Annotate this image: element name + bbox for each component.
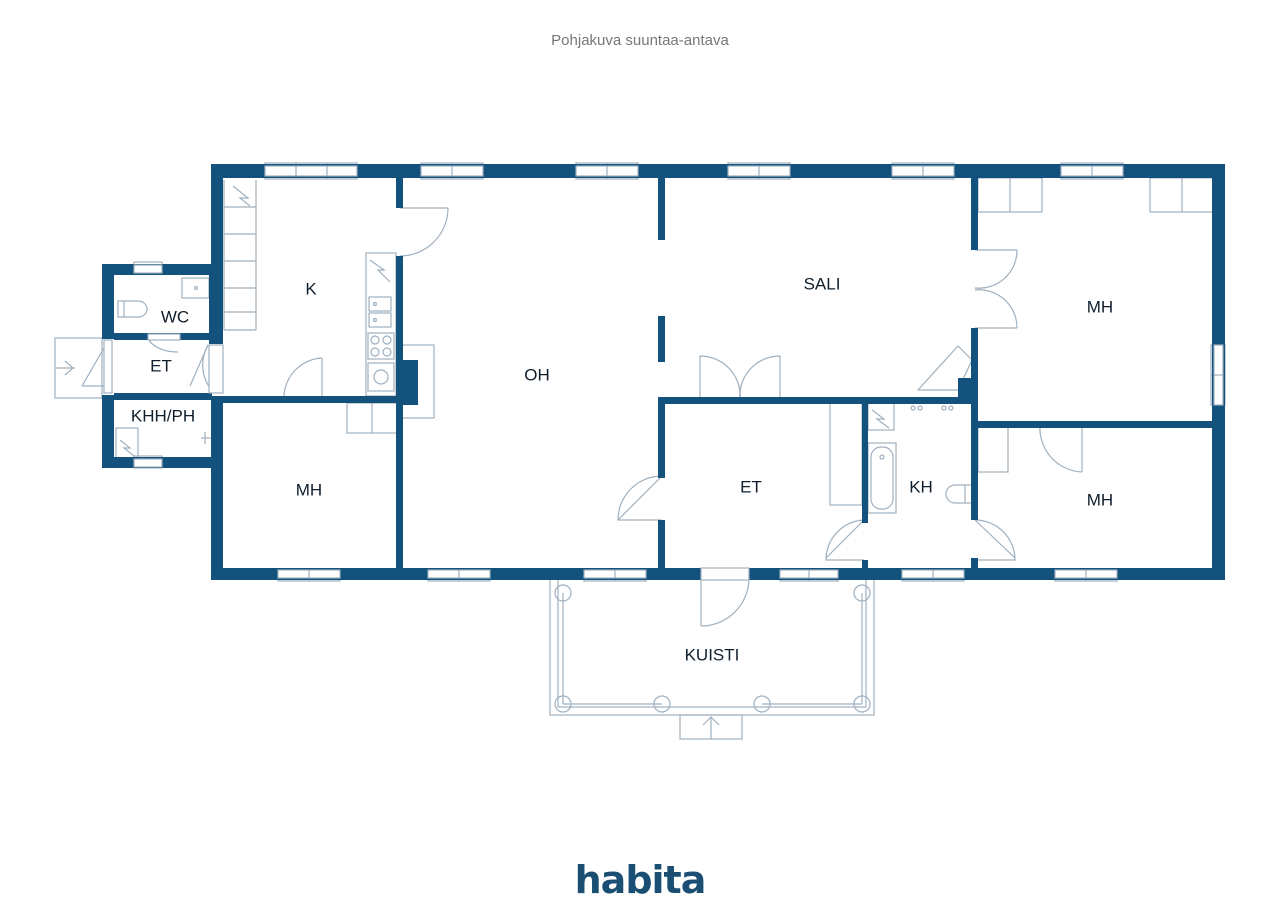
room-label-k: K bbox=[305, 279, 317, 298]
plan-caption: Pohjakuva suuntaa-antava bbox=[551, 32, 729, 49]
room-label-oh: OH bbox=[524, 365, 550, 384]
room-label-kuisti: KUISTI bbox=[685, 645, 740, 664]
kitchen-counter bbox=[365, 252, 397, 397]
windows bbox=[133, 162, 1226, 582]
wardrobe-mh-bottom-right bbox=[977, 426, 1009, 473]
wardrobes-mh-top-right bbox=[977, 177, 1215, 213]
habita-logo: habita bbox=[0, 858, 1280, 902]
entrance-step bbox=[54, 337, 103, 399]
walls bbox=[102, 164, 1225, 580]
logo-text: habita bbox=[574, 858, 707, 902]
room-label-kh: KH bbox=[909, 477, 933, 496]
room-label-mh-left: MH bbox=[296, 480, 322, 499]
room-labels: K WC ET KHH/PH MH OH SALI ET KH MH MH KU… bbox=[131, 274, 1113, 664]
room-label-wc: WC bbox=[161, 307, 189, 326]
room-label-sali: SALI bbox=[804, 274, 841, 293]
room-label-mh-right-top: MH bbox=[1087, 297, 1113, 316]
wardrobe-mh-left bbox=[346, 402, 398, 434]
shower-khh bbox=[115, 427, 211, 459]
room-label-khh-ph: KHH/PH bbox=[131, 406, 195, 425]
porch-outline bbox=[549, 577, 875, 740]
fixtures bbox=[54, 162, 1226, 740]
room-label-et-mid: ET bbox=[740, 477, 762, 496]
room-label-et-small: ET bbox=[150, 356, 172, 375]
closet-et-mid bbox=[829, 401, 863, 506]
stairs bbox=[223, 180, 257, 331]
window-mullions bbox=[295, 166, 1223, 578]
room-label-mh-right-bottom: MH bbox=[1087, 490, 1113, 509]
